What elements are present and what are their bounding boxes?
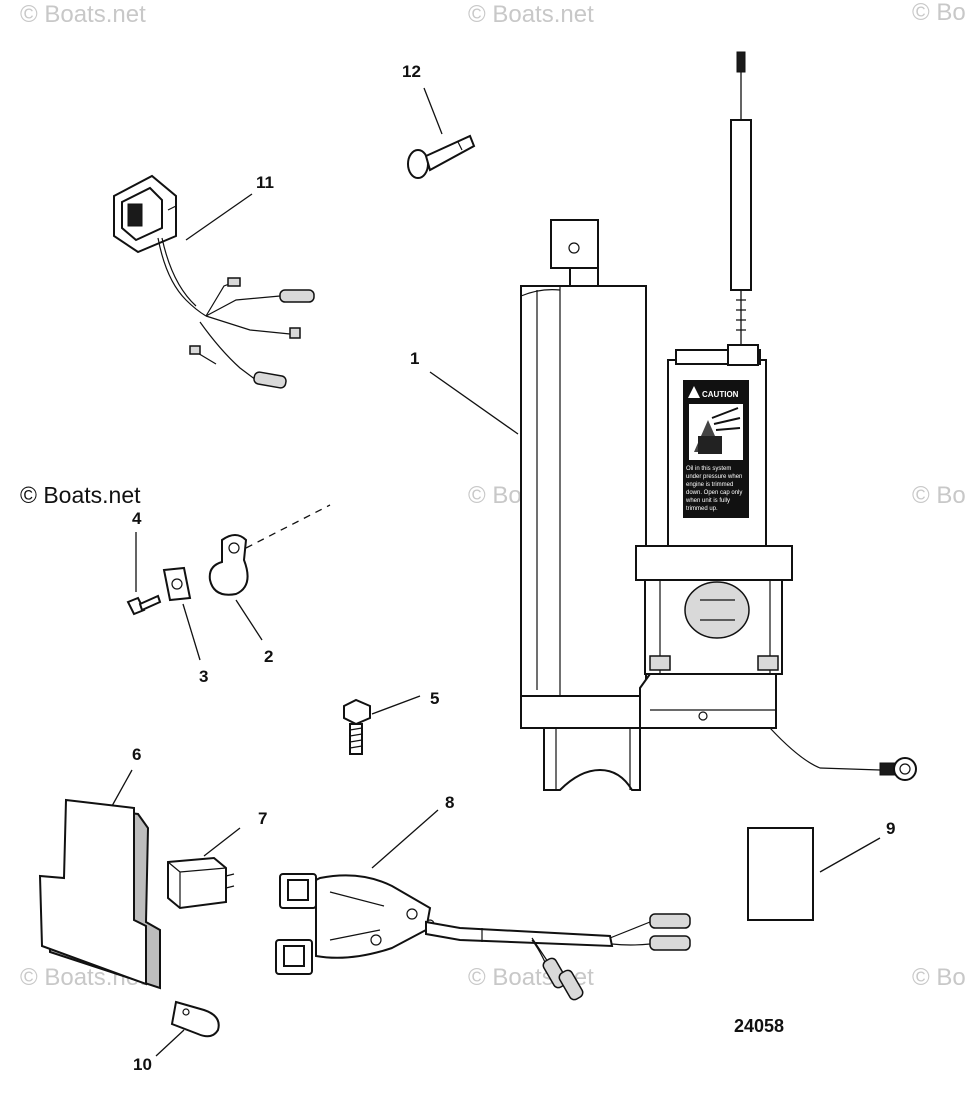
- watermark: © Boats.net: [468, 1, 594, 28]
- callout-7: 7: [258, 809, 267, 828]
- part-9-decal: [747, 827, 881, 921]
- part-11-trim-switch: [113, 174, 315, 389]
- assembly-centerline: [245, 504, 331, 549]
- callout-3: 3: [199, 667, 208, 686]
- part-6-cover-plate: [38, 769, 161, 990]
- part-7-relay: [167, 827, 241, 910]
- watermark: © Bo: [912, 964, 966, 991]
- callout-1: 1: [410, 349, 419, 368]
- watermark: © Bo: [912, 0, 966, 26]
- part-1-leader-line: [429, 371, 519, 435]
- callout-9: 9: [886, 819, 895, 838]
- callout-8: 8: [445, 793, 454, 812]
- part-5-bolt: [343, 695, 421, 755]
- part-2-p-clip: [208, 534, 263, 641]
- callout-4: 4: [132, 509, 142, 528]
- watermark: © Bo: [912, 482, 966, 509]
- part-12-pin: [407, 87, 476, 179]
- part-1-trim-pump-assembly: CAUTION Oil in this system under pressur…: [520, 51, 917, 791]
- callout-6: 6: [132, 745, 141, 764]
- caution-heading: CAUTION: [702, 390, 739, 399]
- callout-2: 2: [264, 647, 273, 666]
- part-3-nut-plate: [162, 566, 201, 661]
- callout-12: 12: [402, 62, 421, 81]
- caution-text-line: engine is trimmed: [686, 482, 733, 488]
- caution-text-line: under pressure when: [686, 474, 742, 480]
- caution-text-line: trimmed up.: [686, 506, 718, 512]
- part-4-screw: [126, 532, 162, 616]
- copyright-notice: © Boats.net: [20, 482, 141, 508]
- caution-text-line: when unit is fully: [685, 498, 730, 504]
- caution-text-line: down. Open cap only: [686, 490, 742, 496]
- part-8-wiring-harness: [275, 809, 691, 1001]
- part-10-clip: [155, 1000, 220, 1057]
- watermark: © Boats.net: [20, 1, 146, 28]
- diagram-reference-number: 24058: [734, 1016, 784, 1036]
- callout-10: 10: [133, 1055, 152, 1074]
- caution-text-line: Oil in this system: [686, 466, 731, 472]
- callout-5: 5: [430, 689, 439, 708]
- callout-11: 11: [256, 173, 274, 192]
